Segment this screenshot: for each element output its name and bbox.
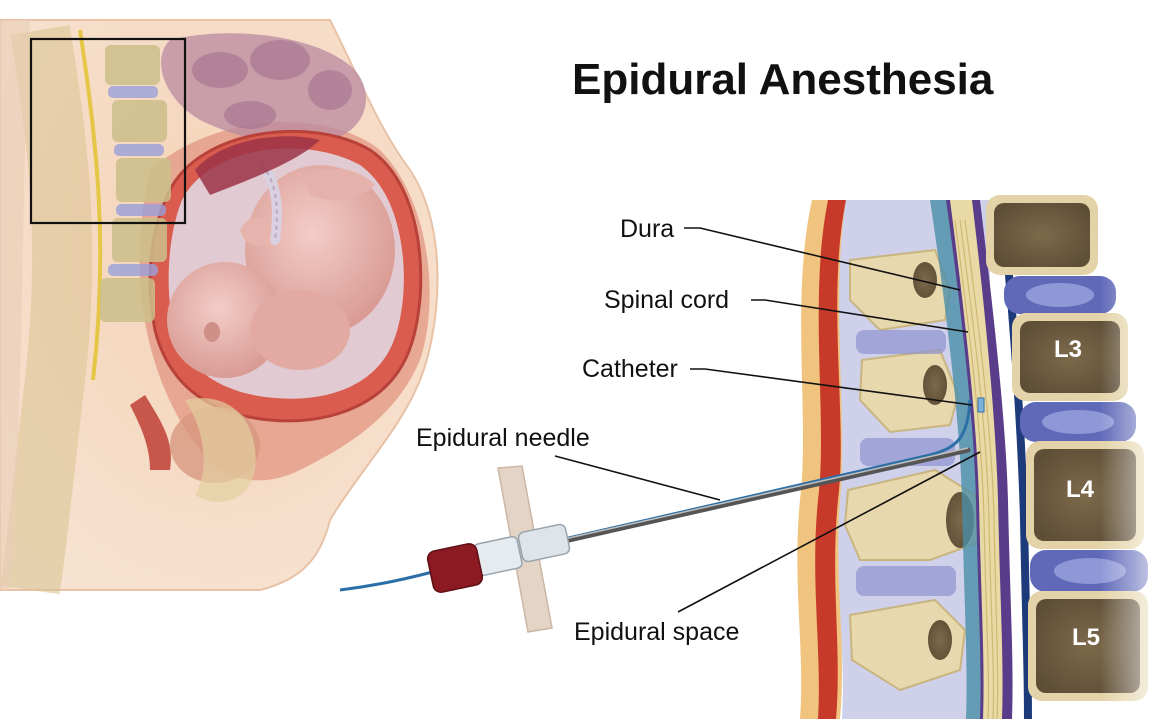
label-dura: Dura — [620, 215, 674, 243]
epidural-needle-leader — [555, 456, 720, 500]
needle-cap — [426, 542, 484, 593]
vertebra-l4-label: L4 — [1066, 476, 1095, 503]
label-epidural-needle: Epidural needle — [416, 424, 590, 452]
anterior-fade — [1100, 180, 1149, 719]
diagram-title: Epidural Anesthesia — [572, 55, 994, 104]
label-epidural-space: Epidural space — [574, 618, 739, 646]
spine-detail-section: L3 L4 L5 — [797, 180, 1149, 719]
label-spinal-cord: Spinal cord — [604, 286, 729, 314]
vertebra-l3-label: L3 — [1054, 336, 1082, 363]
vertebra-l5-label: L5 — [1072, 624, 1100, 651]
label-catheter: Catheter — [582, 355, 678, 383]
pregnant-body-section — [0, 20, 438, 590]
catheter-tip — [978, 398, 984, 412]
